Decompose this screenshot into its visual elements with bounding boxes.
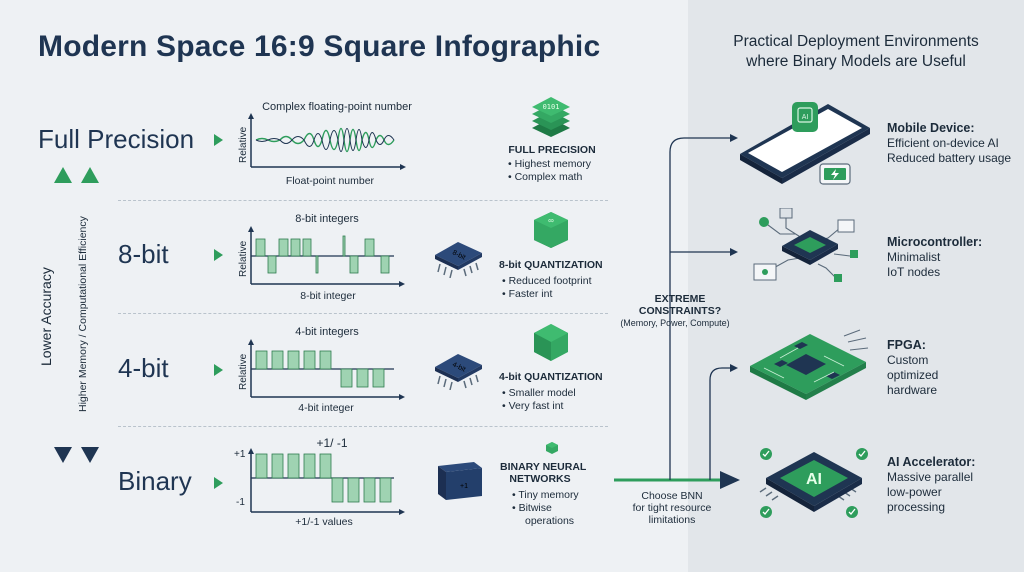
deployment-subtitle: where Binary Models are Useful (746, 53, 966, 70)
plot-title: +1/ -1 (316, 436, 348, 450)
float-waveform-plot (248, 113, 406, 170)
choose-bnn-line3: limitations (648, 514, 696, 526)
page-title: Modern Space 16:9 Square Infographic (38, 30, 601, 63)
efficiency-label: Higher Memory / Computational Efficiency (77, 216, 89, 412)
bullet: • Highest memory (508, 158, 592, 170)
binary-small-icon (546, 442, 558, 454)
env-desc: Efficient on-device AI (887, 136, 999, 150)
fpga-icon (750, 329, 869, 400)
row-arrow (214, 477, 223, 489)
row-arrow (214, 364, 223, 376)
plot-title: Complex floating-point number (262, 101, 412, 113)
int8-chip-icon: 8-bit (435, 242, 482, 278)
bullet: operations (525, 515, 575, 527)
plot-xlabel: 8-bit integer (300, 290, 356, 302)
quant-title: 8-bit QUANTIZATION (499, 259, 603, 271)
row-label-8bit: 8-bit (118, 239, 169, 269)
row-label-4bit: 4-bit (118, 353, 169, 383)
env-desc: Massive parallel (887, 470, 974, 484)
int4-stack-icon (534, 324, 568, 361)
env-desc: processing (887, 500, 946, 514)
tick-minus-one: -1 (236, 497, 245, 508)
tick-plus-one: +1 (234, 449, 246, 460)
env-title-fpga: FPGA: (887, 338, 926, 352)
connector-arrows (614, 134, 740, 489)
quant-title: BINARY NEURAL (500, 461, 587, 473)
bullet: • Very fast int (502, 400, 564, 412)
env-desc: IoT nodes (887, 265, 941, 279)
lower-accuracy-label: Lower Accuracy (38, 267, 54, 366)
env-title-microcontroller: Microcontroller: (887, 235, 983, 249)
binary-chip-icon: +1 (438, 462, 482, 500)
env-desc: Custom (887, 353, 929, 367)
row-arrow (214, 134, 223, 146)
bullet: • Smaller model (502, 387, 576, 399)
accelerator-chip-text: AI (806, 471, 822, 488)
row-label-binary: Binary (118, 466, 192, 496)
svg-text:∞: ∞ (548, 216, 554, 225)
row-divider (118, 426, 608, 427)
row-divider (118, 313, 608, 314)
env-desc: low-power (887, 485, 942, 499)
int8-bar-plot (248, 226, 405, 287)
chip-label: +1 (460, 483, 468, 490)
int4-chip-icon: 4-bit (435, 354, 482, 390)
svg-text:0101: 0101 (543, 103, 560, 111)
env-desc: hardware (887, 383, 938, 397)
plot-title: 8-bit integers (295, 213, 359, 225)
deployment-title: Practical Deployment Environments (733, 33, 979, 50)
env-desc: Minimalist (887, 250, 941, 264)
constraints-title-2: CONSTRAINTS? (638, 305, 722, 317)
bullet: • Complex math (508, 171, 583, 183)
quant-title-2: NETWORKS (509, 473, 571, 485)
tradeoff-arrows (54, 167, 99, 463)
env-desc: optimized (887, 368, 939, 382)
mobile-device-icon: AI (740, 102, 870, 185)
int4-bar-plot (248, 339, 405, 400)
phone-chip-text: AI (802, 114, 809, 121)
binary-bar-plot (248, 448, 405, 515)
bullet: • Reduced footprint (502, 275, 592, 287)
plot-xlabel: 4-bit integer (298, 402, 354, 414)
bullet: • Tiny memory (512, 489, 579, 501)
bullet: • Faster int (502, 288, 553, 300)
env-title-mobile: Mobile Device: (887, 121, 975, 135)
constraints-title: EXTREME (654, 293, 706, 305)
ai-accelerator-icon: AI (759, 448, 868, 518)
full-precision-stack-icon: 0101 (532, 97, 570, 137)
bullet: • Bitwise (512, 502, 552, 514)
row-arrow (214, 249, 223, 261)
choose-bnn-line1: Choose BNN (641, 490, 703, 502)
microcontroller-icon (753, 208, 858, 282)
choose-bnn-line2: for tight resource (632, 502, 712, 514)
row-divider (118, 200, 608, 201)
row-label-full-precision: Full Precision (38, 124, 195, 154)
quant-title: FULL PRECISION (508, 144, 596, 156)
int8-stack-icon: ∞ (534, 212, 568, 248)
quant-title: 4-bit QUANTIZATION (499, 371, 603, 383)
plot-title: 4-bit integers (295, 326, 359, 338)
plot-xlabel: +1/-1 values (295, 516, 353, 528)
env-desc: Reduced battery usage (887, 151, 1012, 165)
env-title-ai-accelerator: AI Accelerator: (887, 455, 976, 469)
plot-xlabel: Float-point number (285, 175, 375, 187)
constraints-subtitle: (Memory, Power, Compute) (620, 318, 730, 328)
